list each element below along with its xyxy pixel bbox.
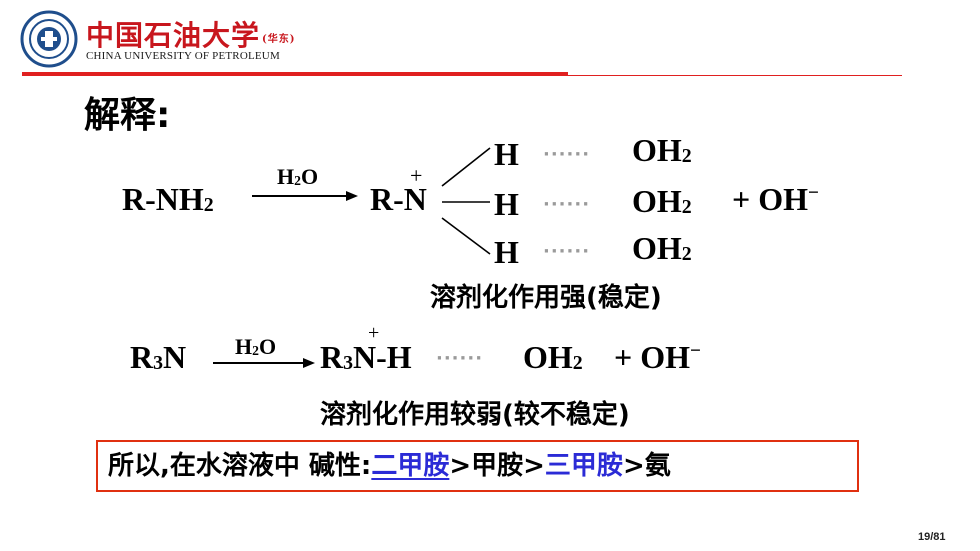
reaction1-h-bottom: H [494,234,519,270]
university-name-cn: 中国石油大学(华东) [86,14,295,54]
reaction1-bonds [441,147,491,255]
reaction1-arrow [252,191,358,201]
conclusion-prefix: 所以,在水溶液中 碱性: [108,451,372,481]
slide-title: 解释: [84,95,171,136]
basicity-gt-methylamine: >甲胺> [449,451,545,481]
reaction2-arrow [213,358,315,368]
campus-label: (华东) [262,34,296,45]
reaction2-hydrogen-bond-dots: ······ [436,348,484,369]
reaction1-water-top: OH2 [632,132,692,168]
reaction1-h-middle: H [494,186,519,222]
university-name-text: 中国石油大学 [86,19,261,52]
reaction1-reactant: R-NH2 [122,181,214,217]
university-name-en: CHINA UNIVERSITY OF PETROLEUM [86,50,280,62]
basicity-dimethylamine: 二甲胺 [371,451,450,481]
reaction2-hydroxide: + OH− [614,339,701,375]
reaction2-charge: + [368,322,380,344]
reaction1-water-bottom: OH2 [632,230,692,266]
basicity-gt-ammonia: >氨 [622,451,671,481]
reaction1-water-middle: OH2 [632,183,692,219]
reaction1-hydroxide: + OH− [732,181,819,217]
reaction2-water: OH2 [523,339,583,375]
header-divider-thin [568,75,902,76]
reaction1-charge: + [410,163,423,188]
reaction1-note: 溶剂化作用强(稳定) [430,283,662,313]
header-divider-thick [22,72,568,76]
page-number: 19/81 [918,531,946,543]
reaction2-note: 溶剂化作用较弱(较不稳定) [320,400,630,430]
hydrogen-bond-dots-top: ······ [543,144,591,165]
university-seal-icon [20,10,78,68]
hydrogen-bond-dots-middle: ······ [543,194,591,215]
reaction2-reactant: R3N [130,339,187,375]
hydrogen-bond-dots-bottom: ······ [543,241,591,262]
reaction1-product: R-N [370,181,427,217]
reaction2-arrow-label: H2O [235,334,277,359]
conclusion-box: 所以,在水溶液中 碱性:二甲胺>甲胺>三甲胺>氨 [96,440,859,492]
reaction1-arrow-label: H2O [277,164,319,189]
basicity-trimethylamine: 三甲胺 [544,451,623,481]
reaction2-product: R3N-H [320,339,412,375]
university-logo [20,10,78,68]
reaction1-h-top: H [494,136,519,172]
